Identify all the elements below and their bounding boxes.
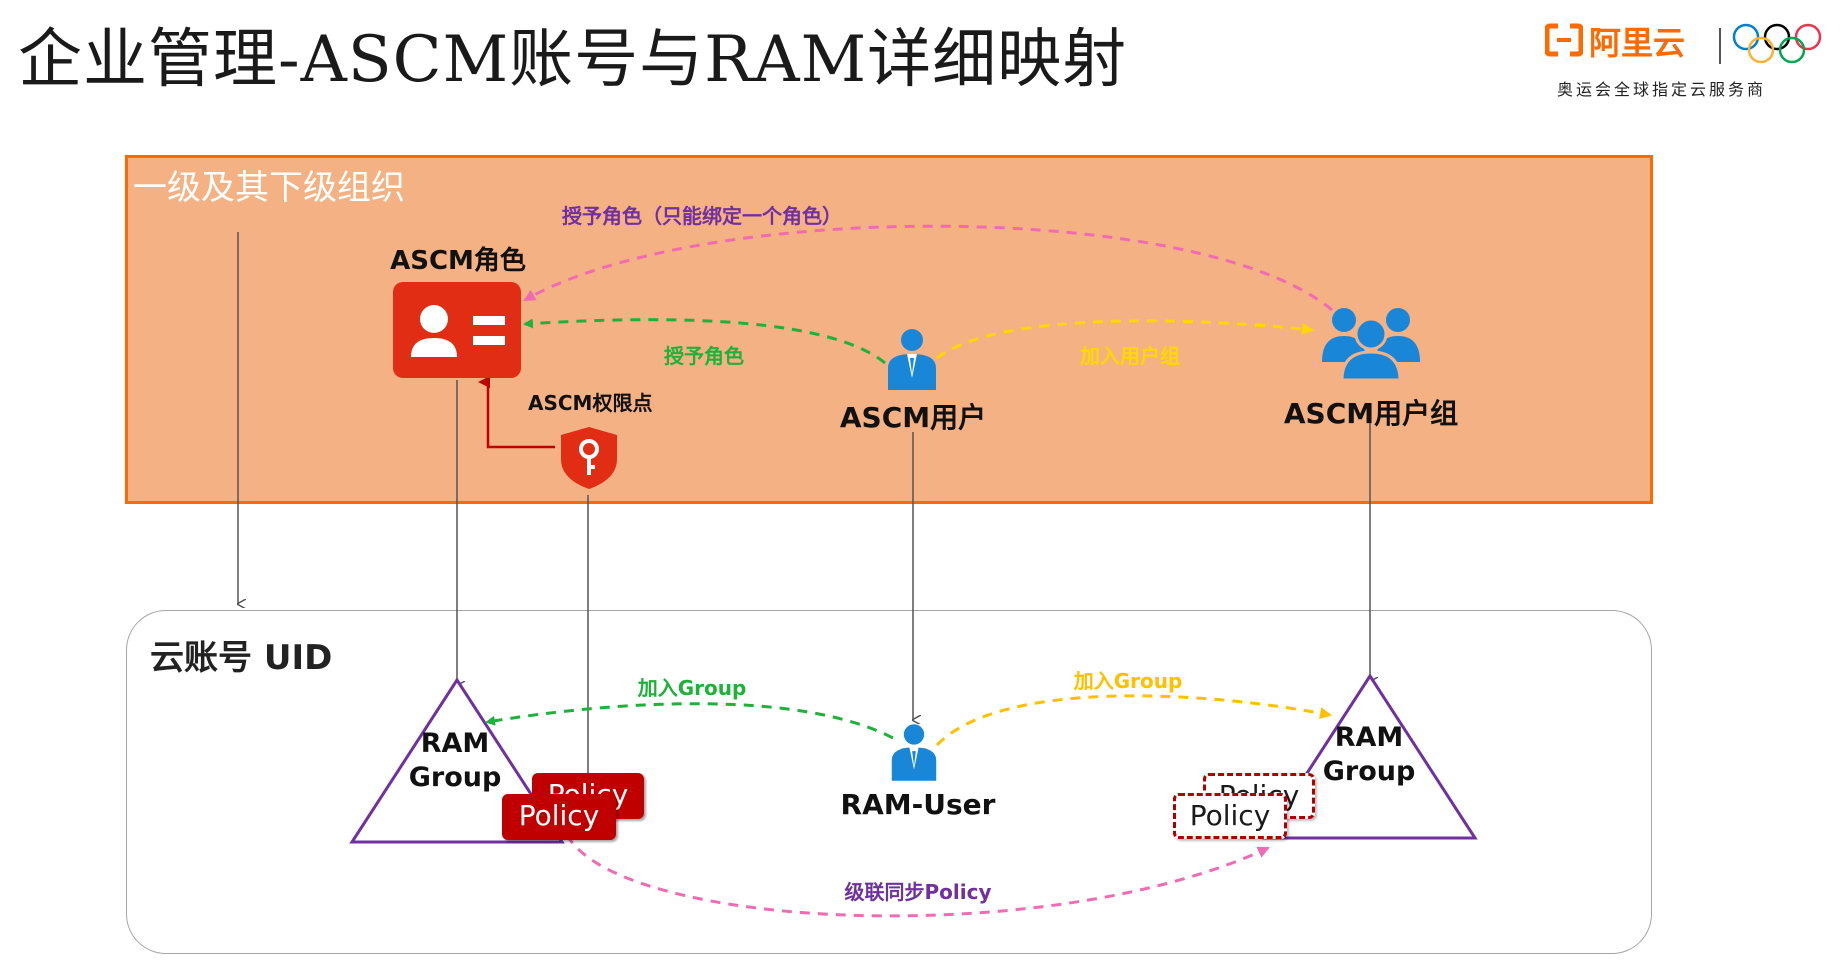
user-group-icon (1322, 308, 1420, 380)
org-title: 一级及其下级组织 (133, 168, 405, 208)
ram-user-label: RAM-User (840, 788, 996, 821)
grant-role-label: 授予角色 (664, 344, 744, 368)
policy-left-front: Policy (502, 794, 616, 840)
brand-divider (1719, 28, 1721, 64)
ram-group-left-line1: RAM (420, 728, 490, 759)
cascade-policy-label: 级联同步Policy (844, 880, 992, 904)
grant-role-arrow (523, 318, 886, 365)
join-user-group-arrow (936, 319, 1314, 360)
id-card-icon (393, 282, 521, 378)
cascade-policy-arrow (565, 834, 1270, 918)
brand-name: 阿里云 (1589, 24, 1686, 62)
brand-block: 阿里云 奥运会全球指定云服务商 (1545, 14, 1835, 104)
ascm-user-group-label: ASCM用户组 (1283, 397, 1459, 430)
ascm-role-label: ASCM角色 (390, 246, 526, 276)
join-group-left-arrow (485, 702, 894, 740)
ram-group-right-line2: Group (1322, 756, 1416, 787)
grant-role-single-arrow (523, 224, 1333, 312)
ram-group-right-triangle (1262, 673, 1478, 840)
join-group-left-label: 加入Group (637, 676, 747, 700)
ascm-user-icon (888, 329, 936, 390)
olympic-rings-icon (1732, 23, 1822, 64)
ram-group-left-line2: Group (408, 762, 502, 793)
grant-role-single-label: 授予角色（只能绑定一个角色） (562, 204, 842, 228)
alibaba-cloud-logo-icon (1545, 23, 1583, 57)
join-user-group-label: 加入用户组 (1080, 344, 1180, 368)
page-title: 企业管理-ASCM账号与RAM详细映射 (18, 23, 1128, 97)
ram-user-icon (891, 724, 937, 781)
key-shield-icon (561, 427, 617, 489)
ascm-user-label: ASCM用户 (839, 401, 987, 434)
ram-group-right-line1: RAM (1334, 722, 1404, 753)
join-group-right-label: 加入Group (1073, 669, 1183, 693)
permission-label: ASCM权限点 (528, 391, 653, 415)
permission-to-role-connector (478, 376, 555, 449)
brand-tagline: 奥运会全球指定云服务商 (1557, 80, 1767, 99)
join-group-right-arrow (935, 694, 1332, 747)
uid-title: 云账号 UID (150, 638, 333, 678)
policy-right-front: Policy (1173, 793, 1287, 839)
